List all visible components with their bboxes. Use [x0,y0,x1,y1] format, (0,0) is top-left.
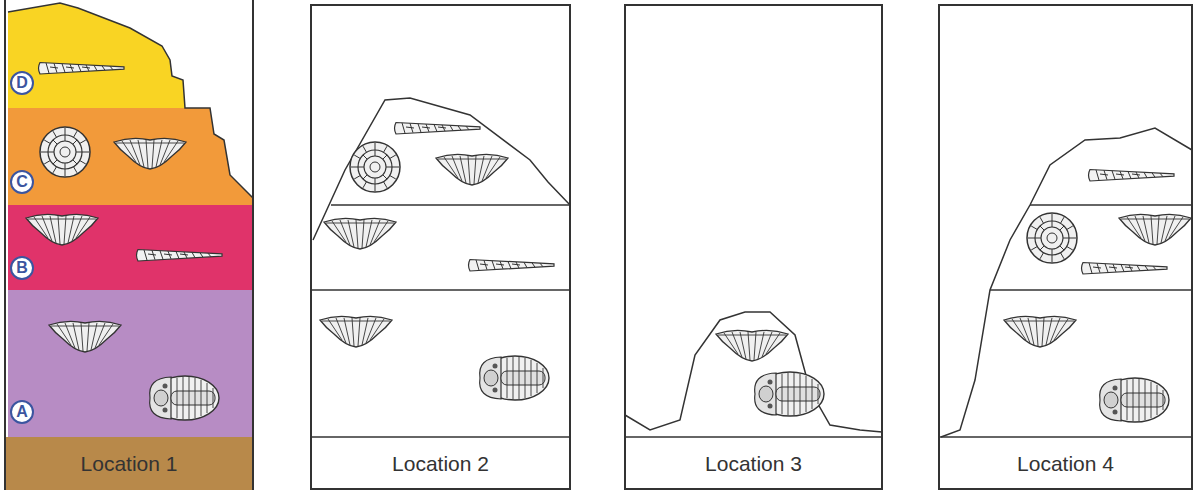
trilobite-fossil [755,372,824,416]
brachiopod-fossil [1004,316,1076,347]
gastropod-fossil [469,260,555,272]
layer-letter-text: D [16,75,28,91]
outcrop-outline [941,128,1192,437]
location-text: Location 2 [392,452,489,476]
layer-letter-text: C [16,174,28,190]
layer-line [1030,204,1192,206]
layer-line [939,436,1192,438]
layer-outline [8,3,253,198]
rock-layer-b [8,205,253,290]
brachiopod-fossil [320,316,392,347]
brachiopod-fossil [1119,214,1191,245]
gastropod-fossil [39,63,125,75]
layer-letter: C [10,170,34,194]
rock-layer-d [8,3,185,108]
location-text: Location 4 [1017,452,1114,476]
ammonite-fossil [1027,213,1077,263]
gastropod-fossil [137,250,223,262]
panel-border [939,5,1192,489]
layer-letter-text: A [16,404,28,420]
outcrop-outline [625,312,882,432]
location-label: Location 1 [5,437,253,490]
brachiopod-fossil [26,214,98,245]
layer-letter: B [10,256,34,280]
gastropod-fossil [1082,263,1168,275]
location-text: Location 1 [81,452,178,476]
brachiopod-fossil [324,218,396,249]
gastropod-fossil [395,123,481,135]
panel-border [252,0,254,490]
location-label: Location 2 [311,437,570,490]
rock-layer-a [8,290,253,437]
location-bar [5,437,253,490]
trilobite-fossil [1100,378,1169,422]
brachiopod-fossil [114,138,186,169]
brachiopod-fossil [49,321,121,352]
brachiopod-fossil [716,330,788,361]
layer-letter-text: B [16,260,28,276]
layer-line [990,289,1192,291]
layer-line [311,289,570,291]
panel-border [311,5,570,489]
trilobite-fossil [150,376,219,420]
trilobite-fossil [480,356,549,400]
layer-letter: D [10,71,34,95]
gastropod-fossil [1089,170,1175,182]
location-label: Location 4 [939,437,1192,490]
rock-layer-c [8,108,253,205]
layer-line [331,204,570,206]
ammonite-fossil [40,127,90,177]
brachiopod-fossil [436,154,508,185]
layer-letter: A [10,400,34,424]
layer-line [625,436,882,438]
location-label: Location 3 [625,437,882,490]
location-text: Location 3 [705,452,802,476]
layer-line [311,436,570,438]
panel-border [625,5,882,489]
panel-border [4,0,6,490]
ammonite-fossil [350,142,400,192]
